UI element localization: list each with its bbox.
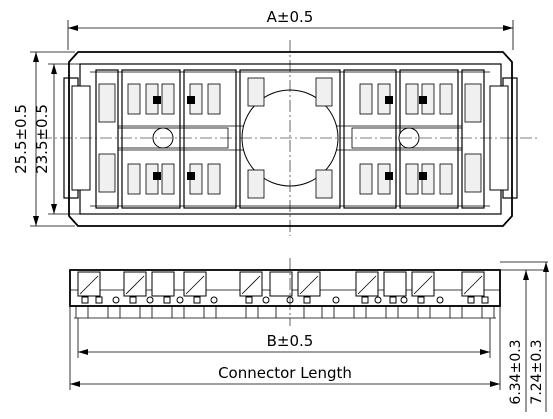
dim-outer-height-line [33,52,39,226]
dim-a-line [68,25,513,31]
solder-tails [74,306,496,319]
dim-height-tall-label: 7.24±0.3 [529,339,545,404]
dim-inner-height-label: 23.5±0.5 [33,104,51,174]
top-view: A±0.5 [12,8,540,236]
dim-height-short-label: 6.34±0.3 [508,339,524,404]
contact-bays-right [343,69,485,209]
dim-b-line [78,349,490,355]
dim-outer-height-label: 25.5±0.5 [12,104,30,174]
housing-outline [68,51,513,227]
side-latches [77,271,485,297]
dim-height-tall-line [543,262,549,412]
dim-inner-height-line [51,64,57,214]
side-view: B±0.5 Connector Length 6.34±0.3 7.24±0.3 [69,258,549,412]
contact-bays-left [95,69,237,209]
dim-a-label: A±0.5 [267,8,314,26]
side-holes [81,296,489,304]
dim-length-line [70,381,500,387]
dim-height-short-line [523,270,529,412]
dim-b-label: B±0.5 [267,332,314,350]
dim-length-label: Connector Length [218,364,352,382]
